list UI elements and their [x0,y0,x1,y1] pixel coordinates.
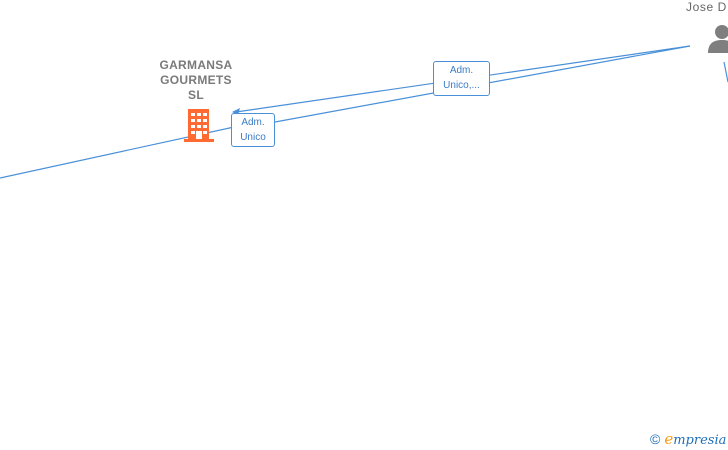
empresia-watermark: ©empresia [650,430,726,448]
brand-logo-text: mpresia [673,433,727,448]
company-name-line-1: GARMANSA [159,58,233,72]
building-icon[interactable] [184,109,214,142]
company-name-line-2: GOURMETS [160,73,232,87]
brand-logo-e: e [664,430,674,448]
edge-label-adm-unico[interactable]: Adm. Unico [231,113,275,147]
person-icon[interactable] [708,25,728,53]
copyright-icon: © [650,431,661,447]
edge-label-2-line-1: Adm. [449,65,474,76]
edge-label-2-line-2: Unico,... [443,80,480,91]
edge-label-1-line-2: Unico [240,132,266,143]
company-name-label[interactable]: GARMANSA GOURMETS SL [146,58,246,103]
edge-label-adm-unico-more[interactable]: Adm. Unico,... [433,61,490,96]
edge-line-down [723,61,728,83]
company-name-line-3: SL [188,88,204,102]
edge-label-1-line-1: Adm. [241,117,265,128]
person-name-label[interactable]: Jose D [686,0,727,14]
